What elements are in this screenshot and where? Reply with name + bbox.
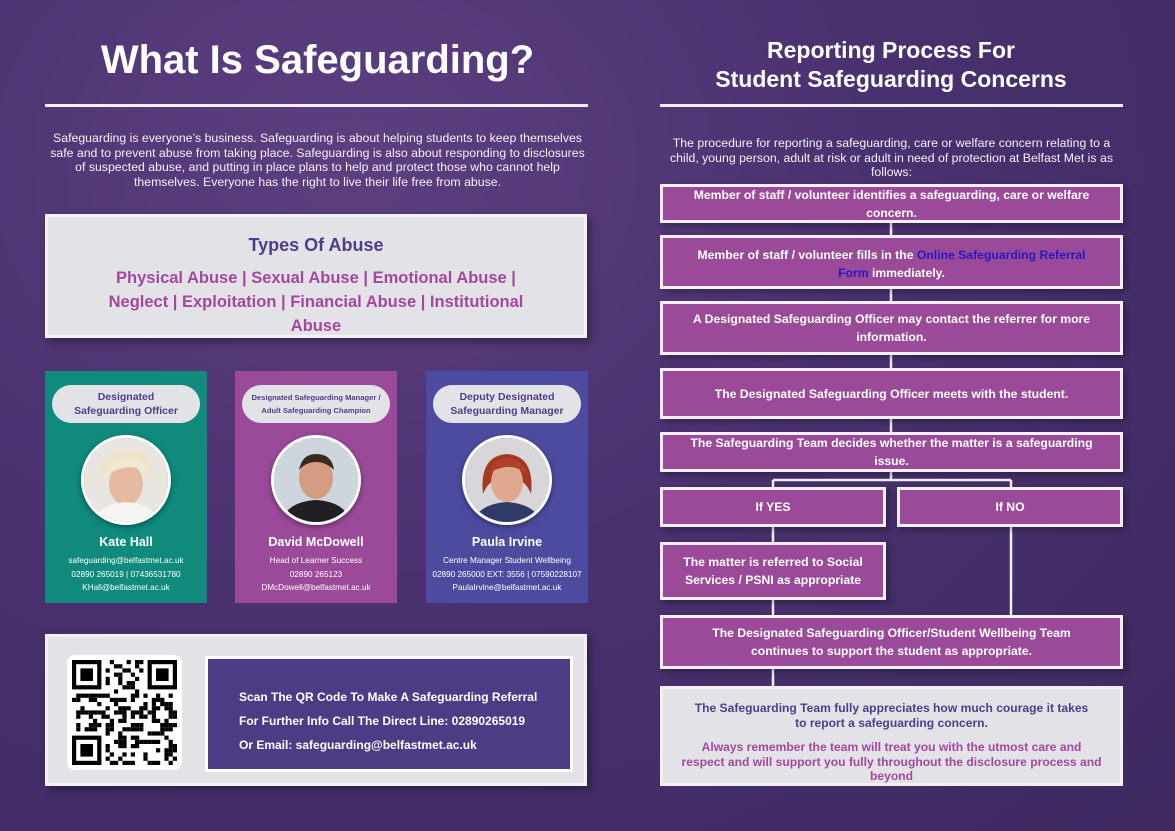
contact-email-general[interactable]: safeguarding@belfastmet.ac.uk (68, 556, 184, 565)
process-intro: The procedure for reporting a safeguardi… (670, 136, 1113, 179)
page-title: What Is Safeguarding? (100, 38, 535, 82)
process-title: Reporting Process For Student Safeguardi… (660, 36, 1122, 94)
contact-phone: 02890 265123 (289, 569, 343, 579)
decision-yes: If YES (660, 487, 886, 527)
contact-role: Designated Safeguarding Manager / Adult … (242, 385, 390, 423)
process-step-referral-form: Member of staff / volunteer fills in the… (660, 235, 1123, 289)
contact-job-title: Head of Learner Success (269, 556, 363, 565)
support-note-care: Always remember the team will treat you … (681, 740, 1102, 783)
types-of-abuse-heading: Types Of Abuse (248, 235, 384, 255)
process-step-decide: The Safeguarding Team decides whether th… (660, 432, 1123, 472)
contact-phone: 02890 265019 | 07436531780 (71, 569, 181, 579)
referral-email-text[interactable]: Or Email: safeguarding@belfastmet.ac.uk (239, 738, 477, 752)
contact-card-paula-irvine: Deputy Designated Safeguarding Manager P… (426, 371, 588, 603)
referral-phone-text: For Further Info Call The Direct Line: 0… (239, 714, 526, 728)
contact-role: Designated Safeguarding Officer (52, 385, 200, 423)
title-divider (45, 104, 588, 107)
process-step-identify: Member of staff / volunteer identifies a… (660, 184, 1123, 223)
contact-photo (271, 435, 361, 525)
contact-email[interactable]: DMcDowell@belfastmet.ac.uk (261, 583, 371, 592)
referral-info-box: Scan The QR Code To Make A Safeguarding … (205, 656, 573, 772)
process-step-referred: The matter is referred to Social Service… (660, 542, 886, 600)
types-of-abuse-list: Physical Abuse | Sexual Abuse | Emotiona… (108, 269, 524, 335)
types-of-abuse-panel: Types Of Abuse Physical Abuse | Sexual A… (45, 214, 587, 338)
contact-email[interactable]: PaulaIrvine@belfastmet.ac.uk (452, 583, 562, 592)
referral-scan-text: Scan The QR Code To Make A Safeguarding … (239, 690, 538, 704)
contact-photo (462, 435, 552, 525)
contact-name: Paula Irvine (471, 535, 543, 549)
support-note-courage: The Safeguarding Team fully appreciates … (694, 701, 1089, 730)
contact-name: David McDowell (268, 535, 364, 549)
contact-email[interactable]: KHall@belfastmet.ac.uk (82, 583, 170, 592)
qr-code-icon[interactable] (72, 660, 177, 765)
safeguarding-intro: Safeguarding is everyone’s business. Saf… (50, 131, 585, 189)
support-note-panel: The Safeguarding Team fully appreciates … (660, 686, 1123, 786)
process-step-contact-referrer: A Designated Safeguarding Officer may co… (660, 301, 1123, 355)
contact-card-david-mcdowell: Designated Safeguarding Manager / Adult … (235, 371, 397, 603)
process-title-line2: Student Safeguarding Concerns (715, 66, 1067, 92)
contact-photo (81, 435, 171, 525)
referral-panel: Scan The QR Code To Make A Safeguarding … (45, 634, 587, 786)
step-text: immediately. (868, 266, 945, 280)
process-title-divider (660, 104, 1123, 107)
process-step-continue-support: The Designated Safeguarding Officer/Stud… (660, 615, 1123, 669)
contact-phone: 02890 265000 EXT: 3556 | 07590228107 (432, 569, 582, 579)
process-title-line1: Reporting Process For (767, 37, 1015, 63)
step-text: Member of staff / volunteer fills in the (697, 248, 917, 262)
decision-no: If NO (897, 487, 1123, 527)
online-referral-form-link[interactable]: Online Safeguarding Referral Form (838, 248, 1086, 280)
contact-card-kate-hall: Designated Safeguarding Officer Kate Hal… (45, 371, 207, 603)
process-step-meet-student: The Designated Safeguarding Officer meet… (660, 368, 1123, 419)
contact-role: Deputy Designated Safeguarding Manager (433, 385, 581, 423)
contact-job-title: Centre Manager Student Wellbeing (443, 556, 571, 565)
contact-name: Kate Hall (99, 535, 153, 549)
